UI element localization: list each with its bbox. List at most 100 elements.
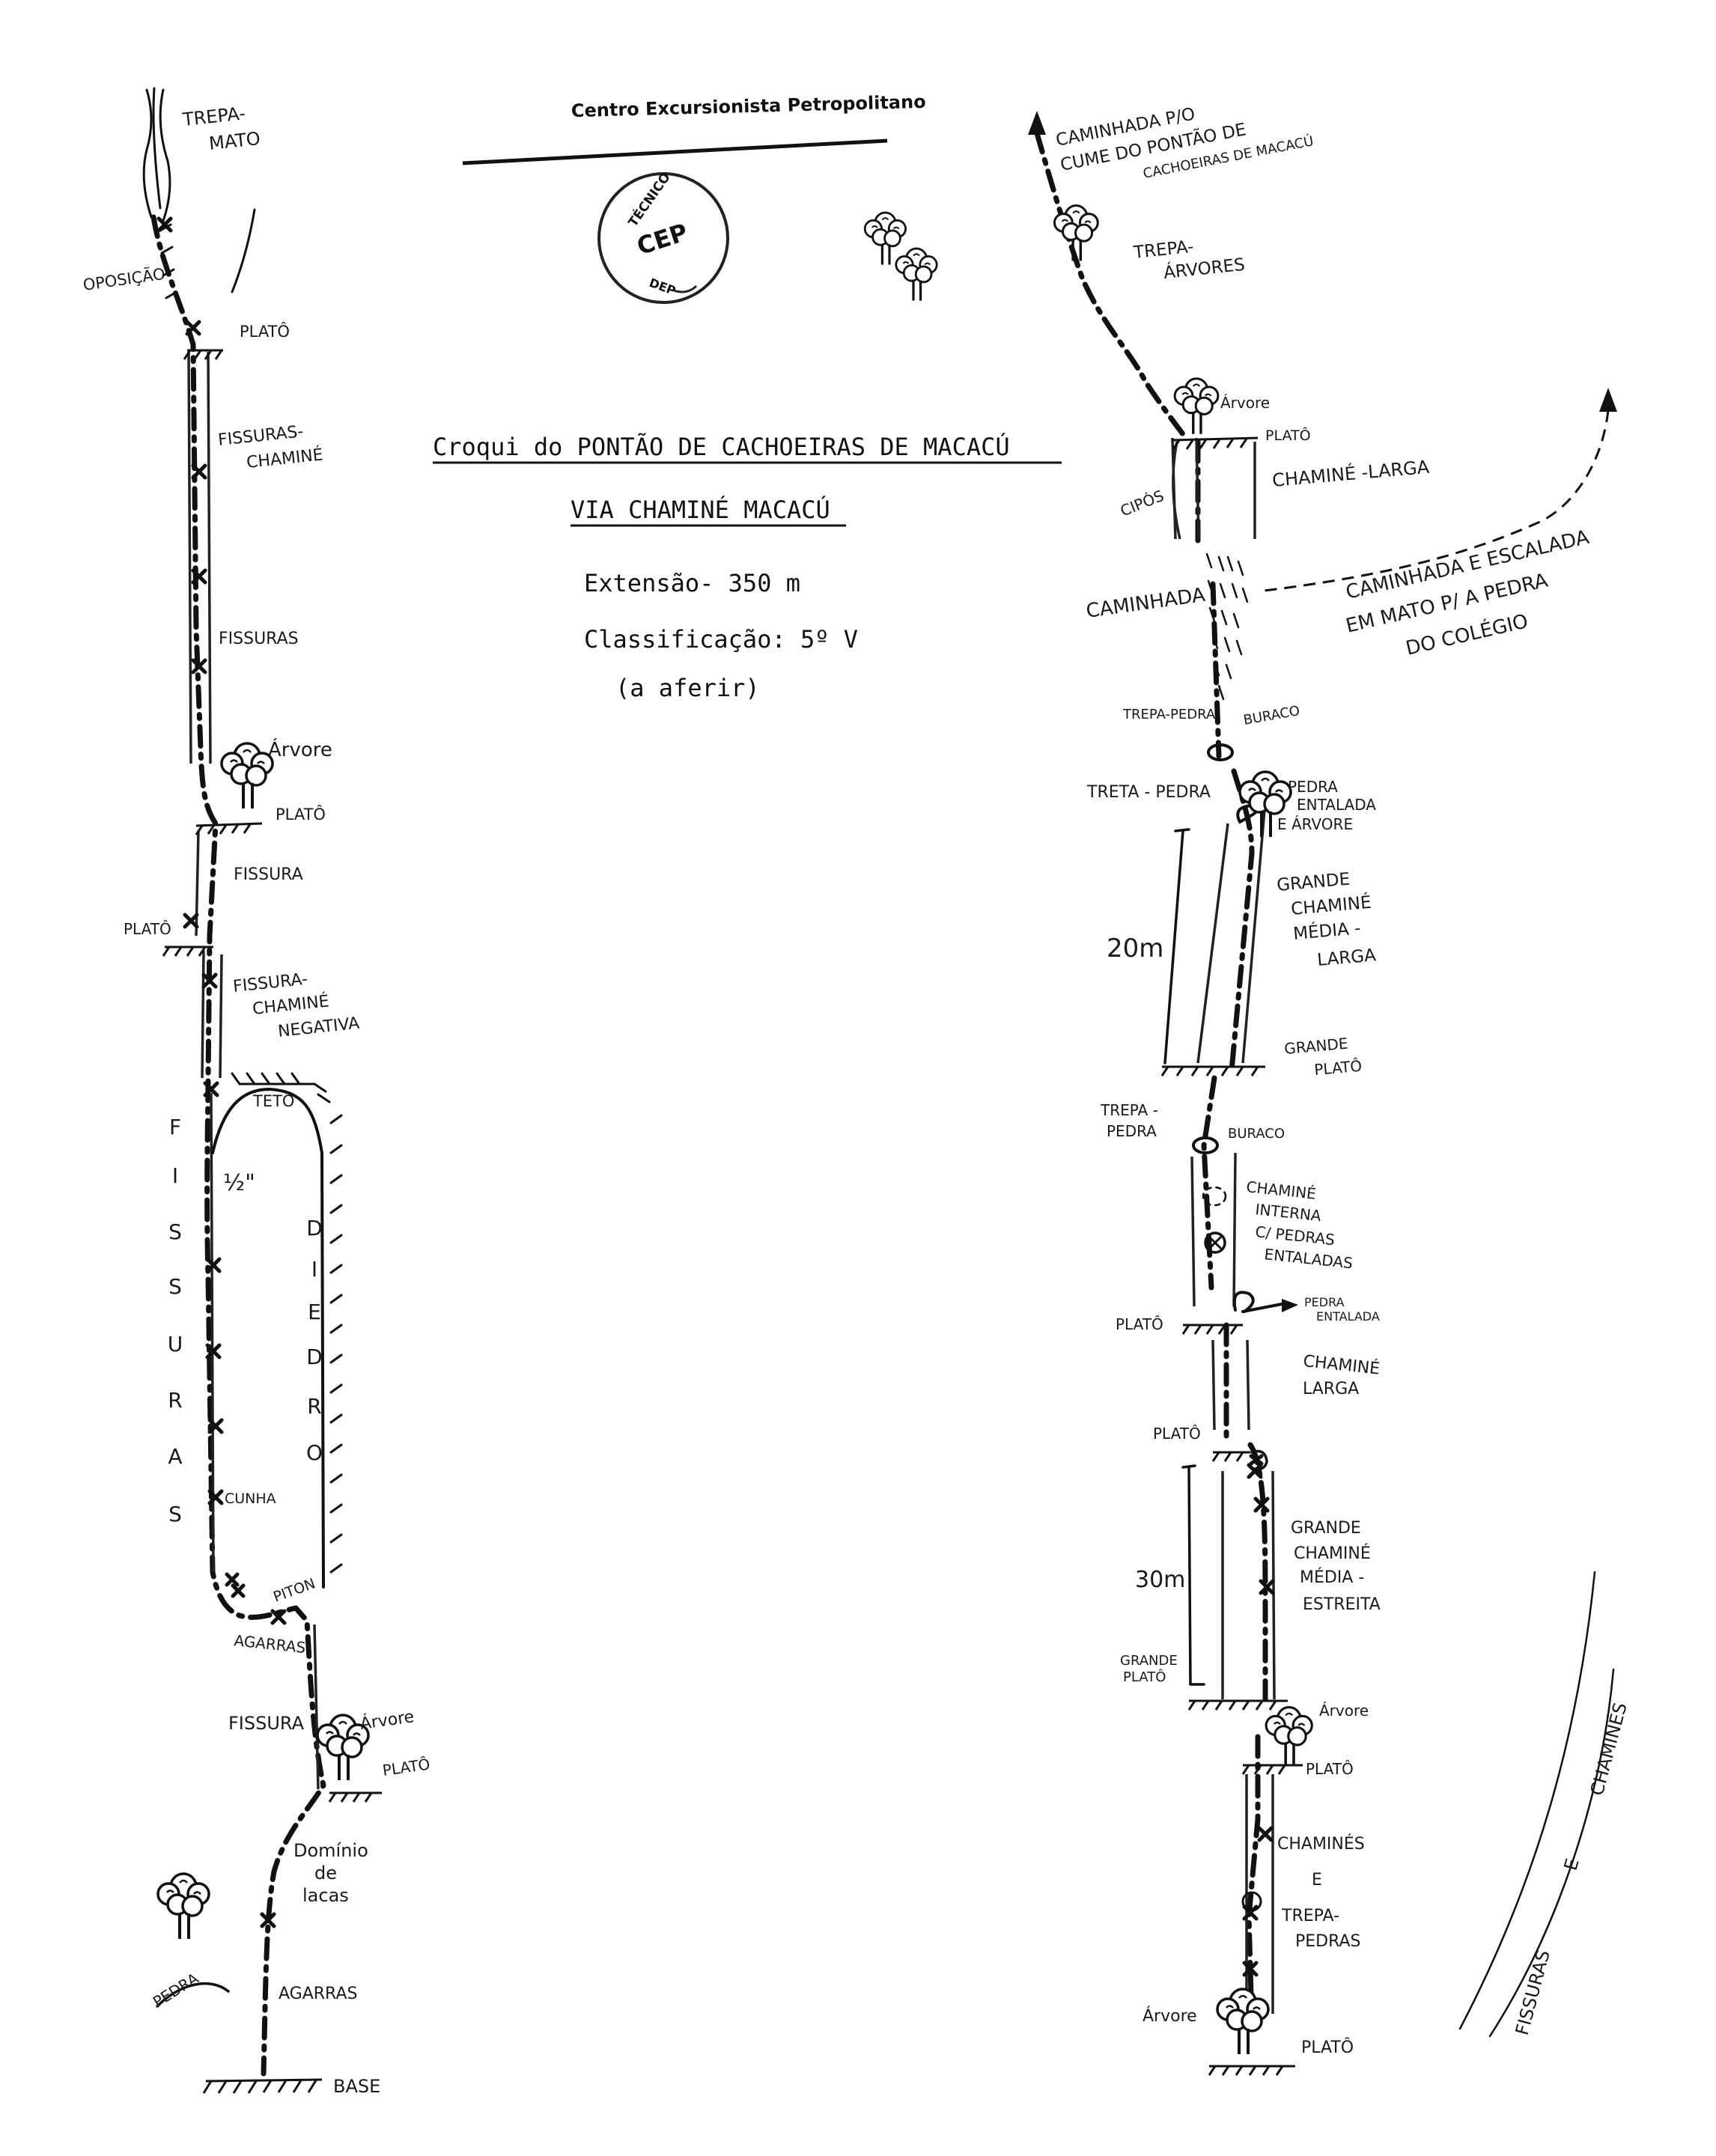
grade-note: (a aferir) [615,674,760,702]
svg-text:CAMINHADA: CAMINHADA [1085,584,1207,623]
svg-text:S: S [168,1502,182,1526]
svg-text:INTERNA: INTERNA [1254,1200,1322,1225]
svg-text:20m: 20m [1107,934,1163,963]
svg-text:GRANDE: GRANDE [1291,1519,1361,1538]
svg-text:PEDRA: PEDRA [150,1969,202,2011]
svg-text:Árvore: Árvore [1220,394,1270,412]
svg-text:MÉDIA -: MÉDIA - [1300,1568,1364,1587]
svg-text:TREPA-: TREPA- [1281,1907,1339,1925]
svg-text:Domínio: Domínio [293,1840,368,1861]
tree-icon [156,1872,210,1940]
left-route-protection-marks [156,216,287,1928]
svg-text:PLATÔ: PLATÔ [1306,1760,1354,1778]
svg-text:TREPA -: TREPA - [1100,1101,1158,1119]
left-ledge-hatches [162,349,382,2094]
svg-text:FISSURAS-: FISSURAS- [217,422,305,450]
right-route-protection-marks [1242,1454,1275,1977]
svg-text:FISSURAS: FISSURAS [219,630,299,648]
svg-text:DEP: DEP [648,275,678,298]
svg-text:PLATÔ: PLATÔ [1153,1425,1201,1443]
svg-text:FISSURA: FISSURA [228,1713,305,1734]
svg-text:PLATÔ: PLATÔ [1265,426,1311,444]
svg-text:E: E [1312,1871,1322,1889]
svg-text:TREPA-PEDRA: TREPA-PEDRA [1122,707,1216,722]
svg-text:PEDRA: PEDRA [1288,778,1338,796]
tree-icon [220,742,274,810]
svg-text:TREPA-: TREPA- [181,103,246,130]
organization-name: Centro Excursionista Petropolitano [571,91,926,121]
tree-icon [895,247,938,302]
svg-text:PLATÔ: PLATÔ [276,805,326,823]
svg-text:PLATÔ: PLATÔ [1313,1057,1363,1079]
svg-text:½": ½" [223,1170,255,1196]
route-extent: Extensão- 350 m [584,569,800,597]
svg-text:U: U [168,1332,183,1356]
svg-text:Árvore: Árvore [359,1707,416,1734]
svg-text:30m: 30m [1135,1567,1185,1593]
svg-text:CHAMINÉ: CHAMINÉ [246,445,324,472]
svg-text:PLATÔ: PLATÔ [1301,2038,1354,2057]
right-route-line [1028,111,1617,2024]
svg-text:E ÁRVORE: E ÁRVORE [1277,815,1353,833]
svg-text:PLATÔ: PLATÔ [381,1755,430,1779]
svg-text:ENTALADA: ENTALADA [1316,1309,1380,1324]
svg-text:PEDRA: PEDRA [1107,1122,1157,1140]
svg-text:I: I [172,1163,178,1188]
svg-text:F: F [169,1115,181,1139]
svg-text:Árvore: Árvore [1319,1702,1369,1720]
svg-text:FISSURA-: FISSURA- [232,970,308,996]
svg-text:CHAMINÉ: CHAMINÉ [252,991,330,1019]
svg-text:Árvore: Árvore [268,737,332,761]
svg-text:BURACO: BURACO [1242,703,1301,728]
svg-text:PLATÔ: PLATÔ [1123,1669,1166,1685]
svg-text:MATO: MATO [208,128,261,154]
svg-text:CHAMINÉ: CHAMINÉ [1290,892,1372,919]
svg-text:S: S [168,1219,182,1244]
svg-text:CHAMINÉS: CHAMINÉS [1586,1700,1631,1798]
svg-text:LARGA: LARGA [1303,1380,1359,1398]
svg-text:CEP: CEP [633,218,691,261]
svg-text:PLATÔ: PLATÔ [240,322,290,341]
right-ledge-hatches [1160,436,1303,2076]
svg-text:CHAMINÉ: CHAMINÉ [1245,1178,1316,1203]
svg-text:OPOSIÇÃO: OPOSIÇÃO [82,264,166,294]
svg-text:GRANDE: GRANDE [1276,870,1351,895]
svg-text:S: S [168,1274,182,1299]
svg-text:TRETA - PEDRA: TRETA - PEDRA [1086,783,1211,802]
svg-text:ENTALADAS: ENTALADAS [1263,1245,1354,1272]
svg-text:Árvore: Árvore [1143,2006,1197,2026]
cep-stamp: TÉCNICO CEP DEP [597,169,729,304]
svg-text:lacas: lacas [302,1885,349,1906]
svg-text:CHAMINÉ -LARGA: CHAMINÉ -LARGA [1271,456,1431,491]
left-route-line [142,87,343,2077]
header-rule [462,138,888,165]
svg-text:TÉCNICO: TÉCNICO [624,169,674,230]
svg-text:I: I [311,1257,317,1282]
tree-icon [1173,377,1220,436]
right-route-labels: CAMINHADA P/O CUME DO PONTÃO DE CACHOEIR… [1054,104,1631,2057]
tree-icon [1216,1988,1270,2056]
svg-text:LARGA: LARGA [1316,945,1377,970]
svg-text:PLATÔ: PLATÔ [124,920,171,938]
left-route-labels: TREPA- MATO OPOSIÇÃO PLATÔ FISSURAS- CHA… [82,103,431,2097]
svg-text:GRANDE: GRANDE [1283,1035,1348,1058]
svg-text:A: A [168,1444,182,1469]
svg-text:PEDRAS: PEDRAS [1295,1932,1361,1951]
svg-text:E: E [1560,1857,1583,1873]
svg-text:FISSURA: FISSURA [234,865,303,884]
svg-text:MÉDIA -: MÉDIA - [1292,917,1361,944]
svg-text:TREPA-: TREPA- [1132,237,1195,263]
svg-text:de: de [314,1863,337,1884]
svg-text:FISSURAS: FISSURAS [1512,1948,1554,2038]
route-name: VIA CHAMINÉ MACACÚ [571,495,830,524]
svg-text:BASE: BASE [333,2076,380,2097]
svg-text:PITON: PITON [271,1575,317,1605]
svg-text:ENTALADA: ENTALADA [1297,796,1376,814]
svg-text:D: D [306,1216,323,1240]
tree-icon [1265,1705,1314,1767]
svg-text:PLATÔ: PLATÔ [1116,1315,1163,1333]
svg-text:D: D [306,1345,323,1369]
svg-text:E: E [308,1300,321,1324]
svg-text:R: R [307,1394,321,1419]
